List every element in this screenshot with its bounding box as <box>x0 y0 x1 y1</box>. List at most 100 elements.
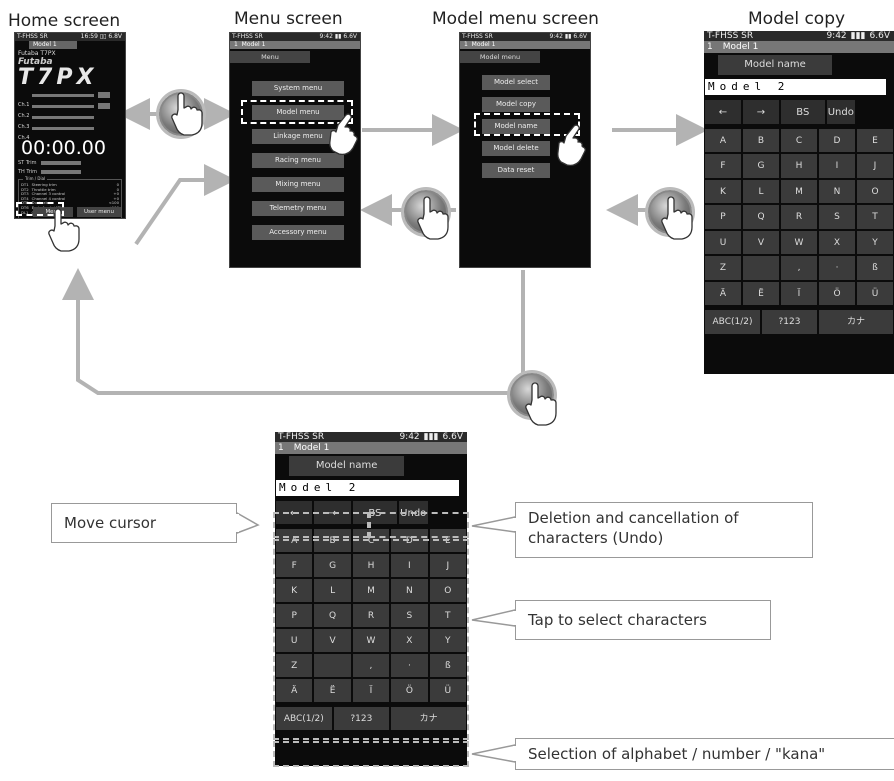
model-menu-item-model-delete[interactable]: Model delete <box>482 141 550 156</box>
brand-label: Futaba T7PX <box>18 50 56 57</box>
char-key[interactable]: L <box>742 178 780 204</box>
char-key[interactable]: U <box>275 628 314 653</box>
menu-item-system-menu[interactable]: System menu <box>252 81 344 96</box>
model-name-input[interactable]: Model 2 <box>705 79 886 95</box>
char-key[interactable]: I <box>818 153 856 179</box>
backspace-button[interactable]: BS <box>780 99 826 125</box>
abc-mode-button[interactable]: ABC(1/2) <box>275 706 333 731</box>
char-key[interactable]: , <box>351 653 391 678</box>
undo-button[interactable]: Undo <box>825 99 856 125</box>
char-key[interactable]: K <box>704 178 742 204</box>
protocol-label: T-FHSS SR <box>707 31 754 41</box>
char-key[interactable]: ß <box>856 255 894 281</box>
char-key[interactable]: Ä <box>704 280 742 306</box>
char-key[interactable]: Y <box>856 229 894 255</box>
protocol-label: T-FHSS SR <box>232 33 263 40</box>
char-key[interactable]: Ë <box>313 678 352 703</box>
char-key[interactable]: F <box>275 553 314 578</box>
char-key[interactable]: ß <box>428 653 467 678</box>
char-key[interactable]: R <box>780 204 818 230</box>
char-key[interactable]: S <box>818 204 856 230</box>
char-key[interactable]: Z <box>704 255 742 281</box>
cursor-left-button[interactable]: ← <box>704 99 742 125</box>
char-key[interactable]: Ë <box>742 280 780 306</box>
char-key[interactable]: T <box>428 603 467 628</box>
char-key[interactable]: K <box>275 578 314 603</box>
char-key[interactable]: C <box>780 127 818 153</box>
char-key[interactable] <box>742 255 780 281</box>
model-menu-item-model-name[interactable]: Model name <box>482 119 550 134</box>
char-key[interactable]: Ü <box>428 678 467 703</box>
char-key[interactable]: N <box>390 578 429 603</box>
menu-item-telemetry-menu[interactable]: Telemetry menu <box>252 201 344 216</box>
kana-mode-button[interactable]: カナ <box>818 309 894 335</box>
char-key[interactable]: , <box>780 255 818 281</box>
home-menu-highlight <box>16 202 64 216</box>
char-key[interactable]: F <box>704 153 742 179</box>
char-key[interactable]: O <box>856 178 894 204</box>
menu-item-racing-menu[interactable]: Racing menu <box>252 153 344 168</box>
menu-item-mixing-menu[interactable]: Mixing menu <box>252 177 344 192</box>
number-mode-button[interactable]: ?123 <box>332 706 391 731</box>
char-key[interactable]: I <box>390 553 429 578</box>
char-key[interactable]: O <box>428 578 467 603</box>
char-key[interactable]: W <box>780 229 818 255</box>
char-key[interactable]: P <box>704 204 742 230</box>
dial-row-name: Channel 3 control <box>31 191 66 197</box>
char-key[interactable]: Y <box>428 628 467 653</box>
char-key[interactable]: Q <box>313 603 352 628</box>
timer-display: 00:00.00 <box>21 137 106 159</box>
abc-mode-button[interactable]: ABC(1/2) <box>704 309 761 335</box>
char-key[interactable]: U <box>704 229 742 255</box>
char-key[interactable]: M <box>780 178 818 204</box>
kana-mode-button[interactable]: カナ <box>390 706 467 731</box>
char-key[interactable]: D <box>818 127 856 153</box>
trim-dial-header: Trim / Dial <box>23 176 48 181</box>
char-key[interactable]: Ï <box>351 678 391 703</box>
char-key[interactable]: X <box>818 229 856 255</box>
user-menu-button[interactable]: User menu <box>77 207 121 217</box>
menu-item-linkage-menu[interactable]: Linkage menu <box>252 129 344 144</box>
char-key[interactable]: J <box>856 153 894 179</box>
char-key[interactable]: Ö <box>390 678 429 703</box>
number-mode-button[interactable]: ?123 <box>761 309 818 335</box>
char-key[interactable]: H <box>780 153 818 179</box>
char-key[interactable]: Q <box>742 204 780 230</box>
char-key[interactable]: Ï <box>780 280 818 306</box>
char-key[interactable]: G <box>313 553 352 578</box>
char-key[interactable]: J <box>428 553 467 578</box>
model-menu-item-data-reset[interactable]: Data reset <box>482 163 550 178</box>
ch3-label: Ch.3 <box>18 124 30 130</box>
model-menu-item-model-copy[interactable]: Model copy <box>482 97 550 112</box>
char-key[interactable]: W <box>351 628 391 653</box>
char-key[interactable]: H <box>351 553 391 578</box>
char-key[interactable]: G <box>742 153 780 179</box>
char-key[interactable]: M <box>351 578 391 603</box>
battery-icon: ▮▮▮ <box>423 432 439 442</box>
model-name-input[interactable]: Model 2 <box>276 480 459 496</box>
char-key[interactable]: Z <box>275 653 314 678</box>
char-key[interactable]: E <box>856 127 894 153</box>
char-key[interactable]: N <box>818 178 856 204</box>
char-key[interactable]: Ä <box>275 678 314 703</box>
char-key[interactable]: R <box>351 603 391 628</box>
char-key[interactable]: X <box>390 628 429 653</box>
model-menu-item-model-select[interactable]: Model select <box>482 75 550 90</box>
char-key[interactable]: S <box>390 603 429 628</box>
char-key[interactable]: Ö <box>818 280 856 306</box>
char-key[interactable]: A <box>704 127 742 153</box>
menu-button[interactable]: Menu <box>33 207 73 217</box>
char-key[interactable]: B <box>742 127 780 153</box>
menu-item-model-menu[interactable]: Model menu <box>252 105 344 120</box>
char-key[interactable]: T <box>856 204 894 230</box>
cursor-right-button[interactable]: → <box>742 99 780 125</box>
char-key[interactable]: L <box>313 578 352 603</box>
time-label: 9:42 <box>549 33 563 40</box>
char-key[interactable]: V <box>742 229 780 255</box>
char-key[interactable]: V <box>313 628 352 653</box>
char-key[interactable]: · <box>390 653 429 678</box>
char-key[interactable] <box>313 653 352 678</box>
menu-item-accessory-menu[interactable]: Accessory menu <box>252 225 344 240</box>
char-key[interactable]: P <box>275 603 314 628</box>
char-key[interactable]: · <box>818 255 856 281</box>
